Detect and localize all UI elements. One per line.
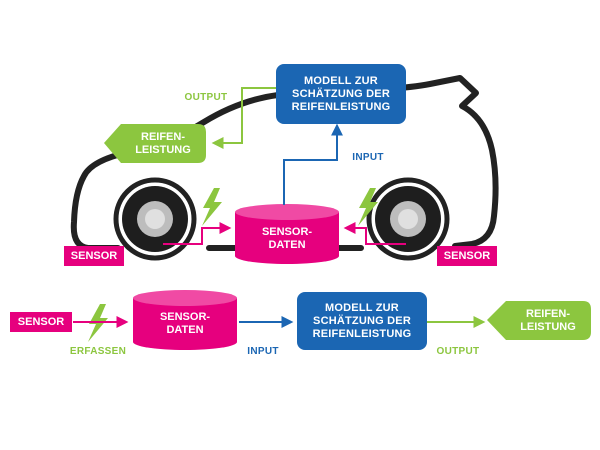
right-sensor-arrow: [343, 222, 406, 245]
car-sensor-data-cylinder: [235, 204, 339, 264]
car-output-label: OUTPUT: [184, 91, 228, 103]
flow-result-tag-shape: [487, 301, 591, 340]
car-sensor-left: SENSOR: [64, 246, 124, 266]
car-sensor-data-label: SENSOR- DATEN: [261, 226, 313, 251]
flow-result-tag-label: REIFEN- LEISTUNG: [520, 307, 576, 333]
car-output-arrow: [211, 87, 276, 149]
car-result-tag-label: REIFEN- LEISTUNG: [135, 130, 191, 156]
flow-capture-label: ERFASSEN: [69, 345, 127, 357]
left-wheel: [113, 177, 197, 261]
car-input-arrow: [283, 123, 343, 205]
flow-sensor-box: SENSOR: [10, 312, 72, 332]
car-result-tag-shape: [104, 124, 206, 163]
left-lightning-icon: [202, 188, 222, 226]
car-sensor-right: SENSOR: [437, 246, 497, 266]
flow-sensor-data-cylinder: [133, 290, 237, 350]
flow-output-label: OUTPUT: [436, 345, 480, 357]
right-lightning-icon: [358, 188, 378, 226]
right-wheel: [366, 177, 450, 261]
car-input-label: INPUT: [352, 151, 384, 163]
flow-model-box: MODELL ZUR SCHÄTZUNG DER REIFENLEISTUNG: [297, 292, 427, 350]
flow-sensor-data-label: SENSOR- DATEN: [159, 311, 211, 336]
flow-input-label: INPUT: [247, 345, 279, 357]
left-sensor-arrow: [163, 222, 232, 245]
car-model-box: MODELL ZUR SCHÄTZUNG DER REIFENLEISTUNG: [276, 64, 406, 124]
